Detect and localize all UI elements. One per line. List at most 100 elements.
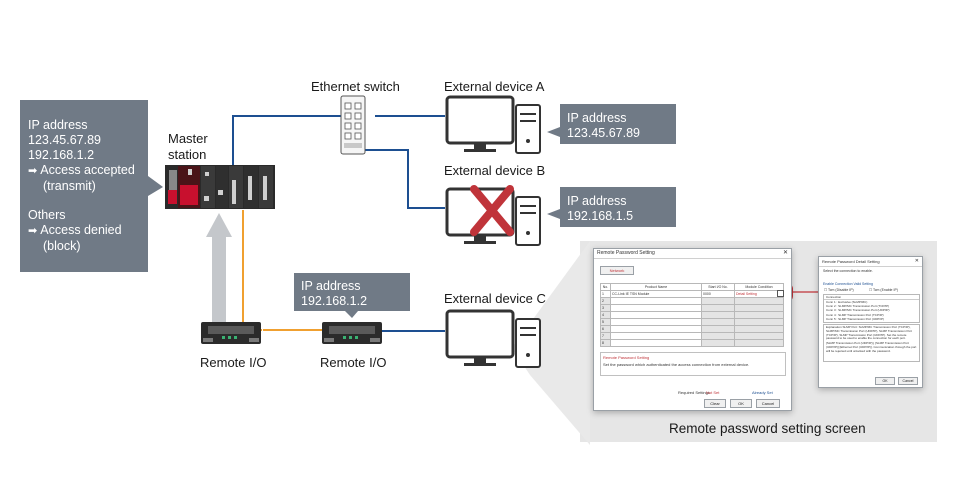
cell-io[interactable]	[701, 297, 735, 305]
table-row[interactable]: 5	[600, 318, 784, 326]
list-item[interactable]: Conn 4 : SLMP Transmission Port (TCP/IP)	[826, 312, 884, 317]
cell-cond[interactable]	[734, 339, 784, 347]
label-remote-io-2: Remote I/O	[320, 355, 387, 370]
cell-no: 6	[600, 325, 611, 333]
ok-button[interactable]: OK	[730, 399, 752, 408]
list-item[interactable]: Conn 2 : SLMP/MC Transmission Port (TCP/…	[826, 304, 890, 309]
remote-io-icon-2	[322, 322, 382, 344]
cell-no: 7	[600, 332, 611, 340]
detail-description-2: [SLMP Transmission Port (UDP/IP)], [SLMP…	[826, 341, 917, 353]
ethernet-switch-icon	[340, 95, 366, 155]
zoom-projection	[512, 241, 590, 445]
detail-cancel-button[interactable]: Cancel	[898, 377, 918, 385]
cell-product[interactable]	[610, 304, 702, 312]
table-row[interactable]: 4	[600, 311, 784, 319]
cell-no: 1	[600, 290, 611, 298]
callout-transmit-note: (transmit)	[43, 179, 96, 193]
table-row[interactable]: 3	[600, 304, 784, 312]
table-row[interactable]: 8	[600, 339, 784, 347]
already-set-label: Already Set	[752, 390, 773, 395]
callout-b-title: IP address	[567, 194, 627, 208]
detail-subtitle: Select the connection to enable.	[823, 269, 873, 273]
table-header-row: No. Product Name Start I/O No. Module Co…	[600, 283, 784, 291]
computer-icon-c	[445, 309, 541, 368]
detail-setting-button[interactable]	[777, 290, 784, 297]
callout-master-ip: IP address 123.45.67.89 192.168.1.2 Acce…	[20, 100, 148, 272]
callout-block-note: (block)	[43, 239, 81, 253]
cell-cond[interactable]	[734, 325, 784, 333]
callout-pointer-b	[547, 209, 560, 219]
cell-product[interactable]	[610, 325, 702, 333]
explanation-title: Remote Password Setting	[603, 355, 650, 360]
cancel-button[interactable]: Cancel	[756, 399, 780, 408]
module-table: No. Product Name Start I/O No. Module Co…	[600, 283, 784, 347]
callout-pointer-master	[148, 176, 163, 196]
cell-product[interactable]	[610, 339, 702, 347]
cell-no: 8	[600, 339, 611, 347]
callout-io-ip: 192.168.1.2	[301, 294, 368, 308]
clear-button[interactable]: Clear	[704, 399, 726, 408]
cell-cond[interactable]	[734, 304, 784, 312]
col-no: No.	[600, 283, 611, 291]
checkbox-enable-ip[interactable]: ☐ Tcm (Enable IP)	[869, 288, 898, 292]
callout-pointer-a	[547, 127, 560, 137]
callout-access-accepted: Access accepted	[28, 163, 148, 179]
callout-others: Others	[28, 208, 66, 222]
cell-io[interactable]	[701, 332, 735, 340]
explanation-text: Set the password which authenticated the…	[603, 362, 750, 367]
cell-io[interactable]	[701, 339, 735, 347]
list-item[interactable]: Conn 3 : SLMP/MC Transmission Port (UDP/…	[826, 308, 890, 313]
cell-product[interactable]	[610, 297, 702, 305]
cell-no: 3	[600, 304, 611, 312]
cell-product[interactable]: CC-Link IE TSN Module	[610, 290, 702, 298]
detail-group-title: Enable Connection Valid Setting	[823, 282, 873, 286]
list-item[interactable]: Conn 1 : Exclusive (SLMP/MC)	[826, 300, 868, 304]
callout-master-title: IP address	[28, 118, 88, 132]
cell-product[interactable]	[610, 318, 702, 326]
callout-pointer-io	[345, 311, 358, 318]
label-ethernet-switch: Ethernet switch	[311, 79, 400, 94]
cell-product[interactable]	[610, 332, 702, 340]
line-master-to-io1	[242, 210, 262, 331]
detail-dialog-title: Remote Password Detail Setting	[819, 257, 922, 267]
detail-ok-button[interactable]: OK	[875, 377, 895, 385]
cell-cond[interactable]	[734, 311, 784, 319]
cell-cond[interactable]	[734, 318, 784, 326]
cell-cond[interactable]	[734, 332, 784, 340]
cell-io[interactable]	[701, 325, 735, 333]
line-switch-to-b	[362, 149, 445, 209]
label-remote-io-1: Remote I/O	[200, 355, 267, 370]
callout-master-ip1: 123.45.67.89	[28, 133, 101, 147]
list-item[interactable]: Conn 5 : SLMP Transmission Port (UDP/IP)	[826, 316, 884, 321]
callout-io-title: IP address	[301, 279, 361, 293]
checkbox-enable-label: Tcm (Enable IP)	[873, 288, 898, 292]
close-icon[interactable]: ✕	[782, 250, 788, 256]
table-row[interactable]: 2	[600, 297, 784, 305]
cell-io[interactable]	[701, 304, 735, 312]
connection-list[interactable]: Connection Conn 1 : Exclusive (SLMP/MC) …	[823, 294, 920, 323]
callout-master-ip2: 192.168.1.2	[28, 148, 95, 162]
close-icon[interactable]: ✕	[914, 258, 919, 264]
computer-icon-a	[445, 95, 541, 154]
table-row[interactable]: 7	[600, 332, 784, 340]
cell-io[interactable]	[701, 318, 735, 326]
cell-io[interactable]: 0000	[701, 290, 735, 298]
table-row[interactable]: 6	[600, 325, 784, 333]
cell-product[interactable]	[610, 311, 702, 319]
checkbox-disable-ip[interactable]: ☐ Tcm (Disable IP)	[824, 288, 854, 292]
detail-description-box: Explanation SLMP Port: SLMP/MC Transmiss…	[823, 324, 920, 362]
cell-io[interactable]	[701, 311, 735, 319]
cell-no: 4	[600, 311, 611, 319]
network-button[interactable]: Network	[600, 266, 634, 275]
not-set-label: Not Set	[706, 390, 720, 395]
label-external-device-b: External device B	[444, 163, 546, 178]
table-row[interactable]: 1 CC-Link IE TSN Module 0000 Detail Sett…	[600, 290, 784, 298]
remote-password-detail-dialog: Remote Password Detail Setting ✕ Select …	[818, 256, 923, 388]
dialog-title: Remote Password Setting	[594, 249, 791, 259]
callout-access-denied: Access denied	[28, 223, 148, 239]
label-external-device-c: External device C	[444, 291, 546, 306]
col-io: Start I/O No.	[701, 283, 735, 291]
remote-password-dialog: Remote Password Setting ✕ Network No. Pr…	[593, 248, 792, 411]
remote-io-icon-1	[201, 322, 261, 344]
cell-cond[interactable]	[734, 297, 784, 305]
